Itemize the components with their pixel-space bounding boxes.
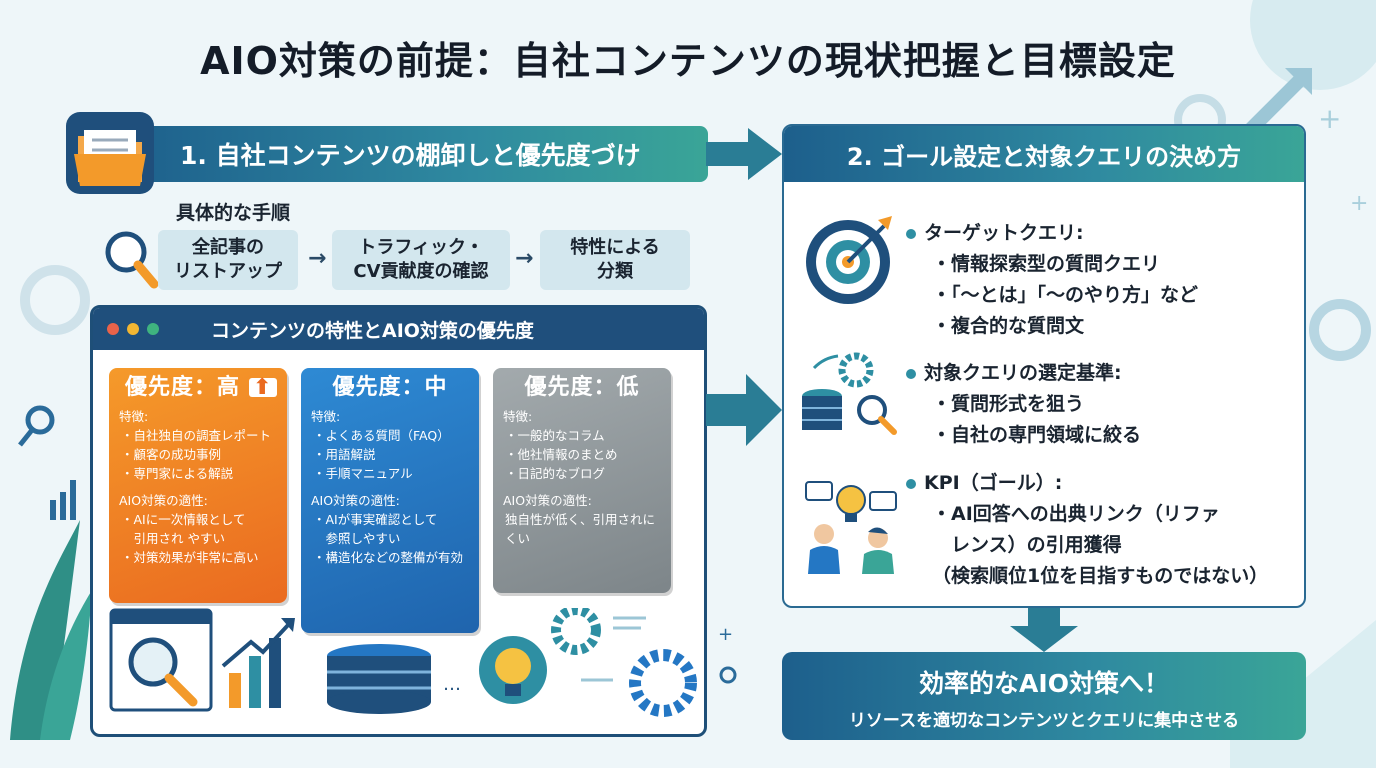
card-low-title: 優先度：低 [524,375,640,400]
window-dots [107,323,159,335]
banner-arrow [706,128,782,180]
card-low-feature: ・他社情報のまとめ [505,447,618,462]
card-mid-fit: 参照しやすい [313,531,401,546]
card-high-fit: ・対策効果が非常に高い [121,550,259,565]
goal-panel-title: 2. ゴール設定と対象クエリの決め方 [784,126,1304,182]
section1-banner: 1. 自社コンテンツの棚卸しと優先度づけ [120,126,708,182]
selection-criteria-item: ・質問形式を狙う [932,393,1085,415]
conclusion-subtitle: リソースを適切なコンテンツとクエリに集中させる [848,711,1240,731]
flow-arrow-right [706,374,782,446]
card-mid-fit: ・構造化などの整備が有効 [313,550,464,565]
lightbulb-people-icon [805,481,897,574]
card-mid-features-label: 特徴: [311,409,341,424]
selection-criteria-item: ・自社の専門領域に絞る [932,424,1142,446]
section1-title: 1. 自社コンテンツの棚卸しと優先度づけ [180,141,641,170]
browser-search-icon [109,608,213,712]
card-mid-feature: ・よくある質問（FAQ） [313,428,450,443]
target-query-item: ・情報探索型の質問クエリ [932,253,1161,275]
card-mid-fit-label: AIO対策の適性: [311,493,400,508]
card-high-fit-label: AIO対策の適性: [119,493,208,508]
card-priority-high: 優先度：高 ⬆ 特徴: ・自社独自の調査レポート ・顧客の成功事例 ・専門家によ… [109,368,287,603]
conclusion-title: 効率的なAIO対策へ！ [919,669,1169,698]
selection-criteria-heading: 対象クエリの選定基準: [905,358,1141,389]
magnifier-icon [105,231,159,289]
kpi-item: レンス）の引用獲得 [932,534,1122,556]
kpi-group: KPI（ゴール）: ・AI回答への出典リンク（リファ レンス）の引用獲得 （検索… [905,468,1269,592]
growth-chart-icon [221,618,295,708]
svg-text:+: + [1350,191,1368,216]
step-classify: 特性による 分類 [540,230,690,290]
card-mid-fit: ・AIが事実確認として [313,512,438,527]
card-high-feature: ・自社独自の調査レポート [121,428,272,443]
card-high-features-label: 特徴: [119,409,149,424]
card-priority-low: 優先度：低 特徴: ・一般的なコラム ・他社情報のまとめ ・日記的なブログ AI… [493,368,671,593]
kpi-item: ・AI回答への出典リンク（リファ [932,503,1220,525]
kpi-item: （検索順位1位を目指すものではない） [932,565,1269,587]
database-gear-icon [802,352,897,435]
database-icon: … [327,644,461,714]
up-arrow-icon: ⬆ [248,377,277,399]
card-mid-title: 優先度：中 [332,375,448,400]
card-mid-feature: ・用語解説 [313,447,376,462]
card-high-title: 優先度：高 ⬆ [125,377,277,399]
gear-icon [551,608,697,717]
panel-illustrations: … [109,608,697,717]
goal-panel: 2. ゴール設定と対象クエリの決め方 ターゲットクエリ: ・情報探索型の質問クエ… [782,124,1306,608]
priority-panel: コンテンツの特性とAIO対策の優先度 優先度：高 ⬆ 特徴: ・自社独自の調査レ… [90,305,707,737]
panel-title: コンテンツの特性とAIO対策の優先度 [211,319,534,342]
step-check-traffic: トラフィック・ CV貢献度の確認 [332,230,510,290]
target-query-item: ・「～とは」「～のやり方」など [932,284,1199,306]
kpi-heading: KPI（ゴール）: [905,468,1268,499]
svg-text:…: … [443,674,461,695]
lightbulb-gear-icon [479,636,547,704]
card-high-feature: ・専門家による解説 [121,466,234,481]
selection-criteria-group: 対象クエリの選定基準: ・質問形式を狙う ・自社の専門領域に絞る [905,358,1142,451]
target-query-heading: ターゲットクエリ: [905,218,1198,249]
target-icon [806,216,892,304]
svg-text:+: + [718,624,733,645]
step-arrow-1: → [308,246,327,271]
target-query-item: ・複合的な質問文 [932,315,1085,337]
card-high-fit: 引用され やすい [121,531,225,546]
card-low-feature: ・日記的なブログ [505,466,606,481]
card-high-feature: ・顧客の成功事例 [121,447,222,462]
card-low-features-label: 特徴: [503,409,533,424]
procedure-heading: 具体的な手順 [176,202,291,224]
card-low-fit-label: AIO対策の適性: [503,493,592,508]
step-list-articles: 全記事の リストアップ [158,230,298,290]
conclusion-banner: 効率的なAIO対策へ！ リソースを適切なコンテンツとクエリに集中させる [782,652,1306,740]
folder-icon [66,112,154,194]
card-high-fit: ・AIに一次情報として [121,512,246,527]
card-low-feature: ・一般的なコラム [505,428,605,443]
target-query-group: ターゲットクエリ: ・情報探索型の質問クエリ ・「～とは」「～のやり方」など ・… [905,218,1199,342]
svg-text:+: + [1318,102,1341,135]
card-priority-mid: 優先度：中 特徴: ・よくある質問（FAQ） ・用語解説 ・手順マニュアル AI… [301,368,479,633]
card-mid-feature: ・手順マニュアル [313,466,413,481]
card-low-fit: 独自性が低く、引用されにくい [505,512,656,546]
flow-arrow-down [1010,608,1078,652]
step-arrow-2: → [515,246,534,271]
panel-titlebar: コンテンツの特性とAIO対策の優先度 [93,308,704,350]
page-title: AIO対策の前提：自社コンテンツの現状把握と目標設定 [200,39,1176,83]
